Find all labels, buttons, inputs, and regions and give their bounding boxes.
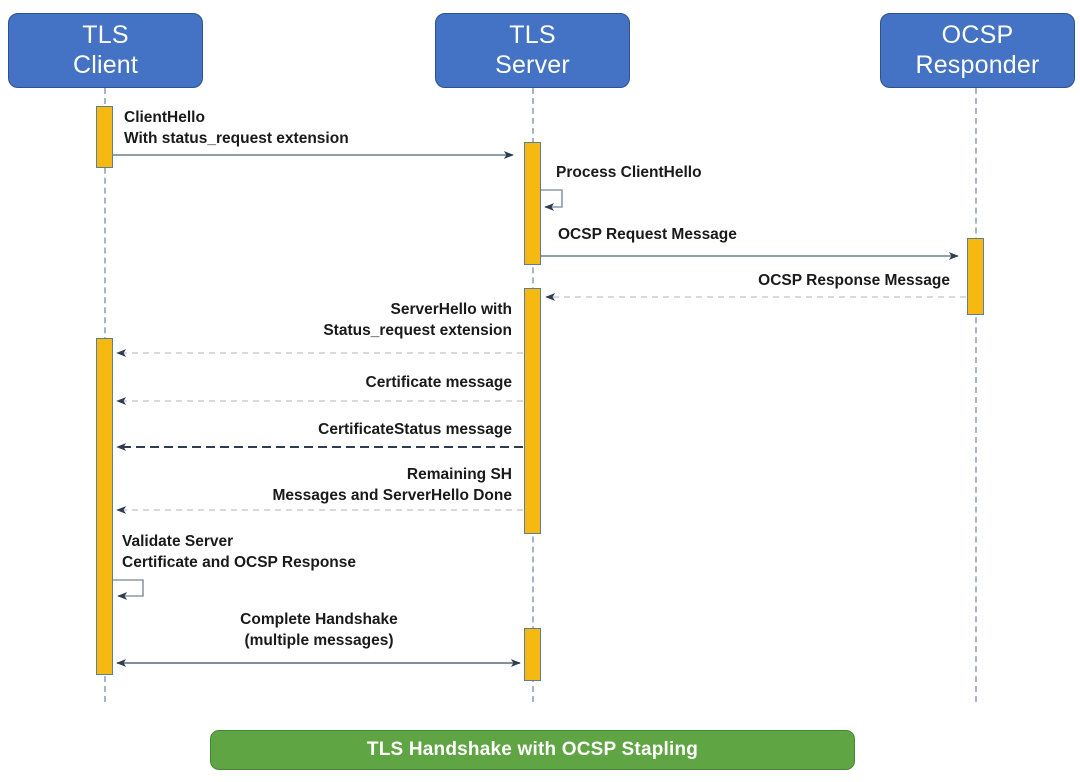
- label-ocsp-request-message: OCSP Request Message: [558, 226, 737, 243]
- participant-tls-client-line1: TLS: [82, 21, 129, 49]
- label-server-hello-with-status-request: ServerHello with Status_request extensio…: [323, 301, 512, 339]
- lifeline-ocsp-responder: [975, 88, 977, 702]
- label-complete-handshake: Complete Handshake (multiple messages): [240, 611, 398, 649]
- participant-ocsp-responder[interactable]: OCSP Responder: [880, 13, 1075, 88]
- activation-ocsp-responder: [967, 238, 984, 315]
- arrow-process-client-hello: [541, 189, 563, 211]
- participant-ocsp-responder-line1: OCSP: [941, 21, 1014, 49]
- participant-ocsp-responder-line2: Responder: [915, 50, 1040, 79]
- activation-server-handshake-complete: [524, 628, 541, 681]
- participant-tls-server-line2: Server: [495, 50, 570, 79]
- arrow-validate-server-certificate: [113, 579, 144, 600]
- footer-banner-label: TLS Handshake with OCSP Stapling: [366, 739, 699, 760]
- label-ocsp-response-message: OCSP Response Message: [758, 272, 950, 289]
- label-certificate-message: Certificate message: [365, 374, 512, 391]
- participant-tls-client[interactable]: TLS Client: [8, 13, 203, 88]
- label-client-hello: ClientHello With status_request extensio…: [124, 109, 349, 147]
- activation-client-hello: [96, 106, 113, 168]
- label-process-client-hello: Process ClientHello: [556, 164, 702, 181]
- participant-tls-server-line1: TLS: [509, 21, 556, 49]
- footer-banner[interactable]: TLS Handshake with OCSP Stapling: [210, 730, 855, 770]
- activation-client-main: [96, 338, 113, 675]
- label-remaining-sh-messages: Remaining SH Messages and ServerHello Do…: [272, 466, 513, 504]
- activation-server-request-phase: [524, 142, 541, 265]
- participant-tls-server[interactable]: TLS Server: [435, 13, 630, 88]
- activation-server-response-phase: [524, 288, 541, 534]
- participant-tls-client-line2: Client: [72, 50, 139, 79]
- label-validate-server-certificate: Validate Server Certificate and OCSP Res…: [122, 533, 357, 571]
- label-certificate-status-message: CertificateStatus message: [318, 421, 512, 438]
